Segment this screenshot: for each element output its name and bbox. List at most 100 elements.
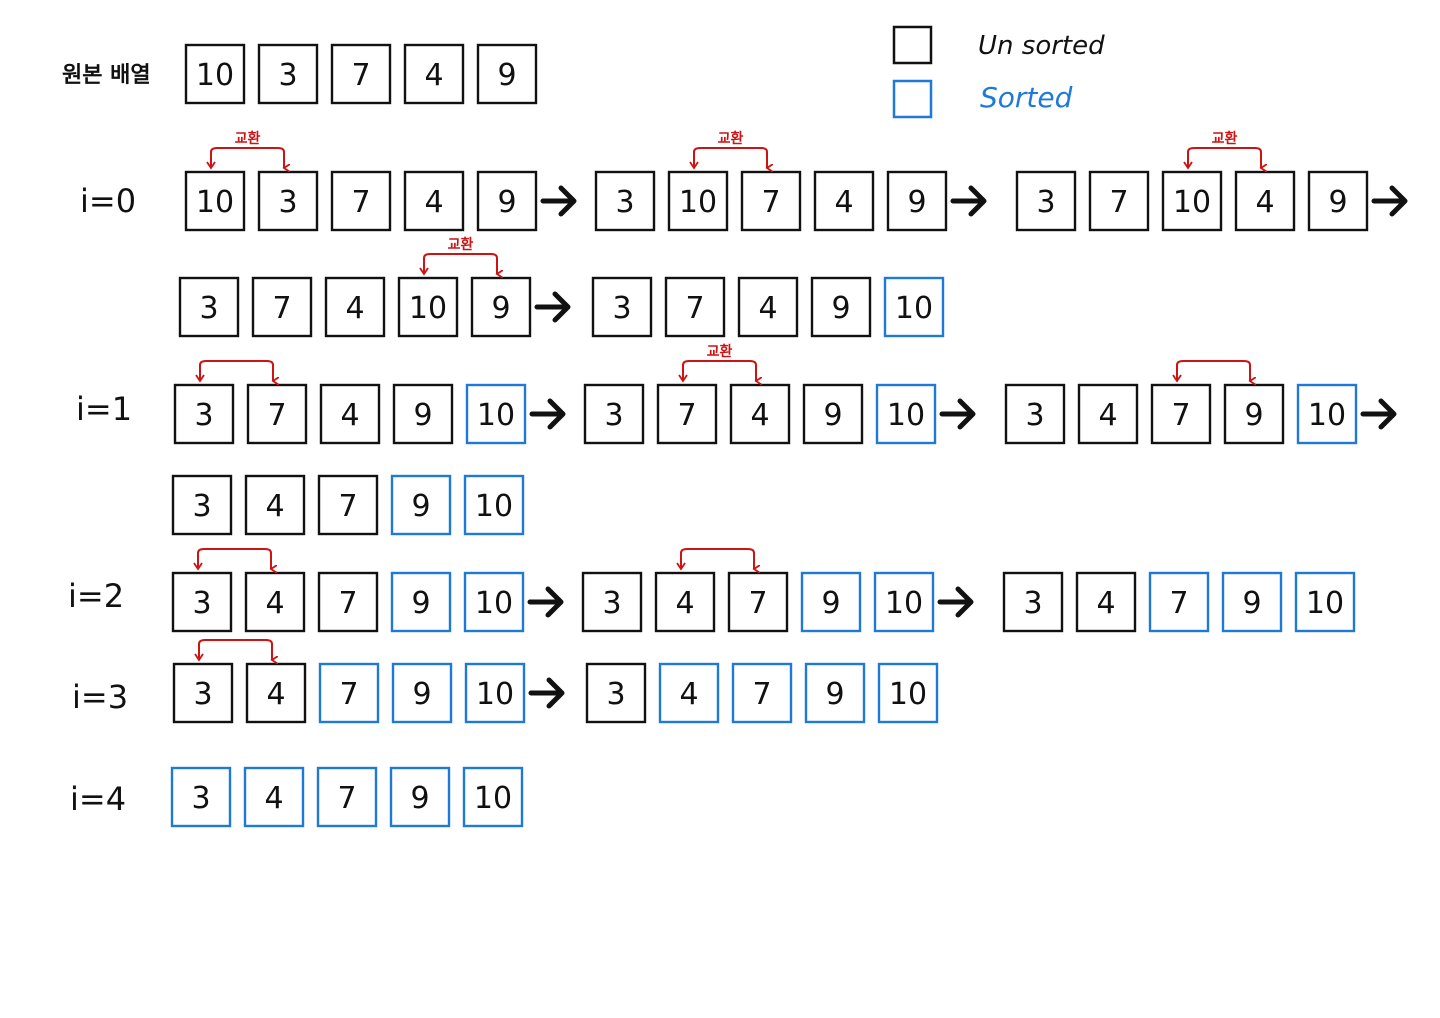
array-cell: 7 [1150, 383, 1212, 445]
next-step-arrow [528, 677, 565, 709]
legend-sorted-label: Sorted [980, 81, 1073, 114]
cell-value: 9 [821, 586, 840, 621]
cell-value: 10 [889, 677, 927, 712]
array-cell: 4 [324, 276, 386, 338]
array-cell: 4 [729, 383, 791, 445]
array-cell: 10 [1294, 571, 1356, 633]
cell-box [1015, 170, 1077, 232]
cell-box [1161, 170, 1223, 232]
cell-value: 4 [265, 489, 284, 524]
cell-value: 10 [475, 489, 513, 524]
cell-value: 10 [1308, 398, 1346, 433]
cell-box [476, 170, 538, 232]
array-cell: 3 [1015, 170, 1077, 232]
cell-value: 9 [413, 398, 432, 433]
cell-value: 3 [1023, 586, 1042, 621]
cell-value: 7 [685, 291, 704, 326]
cell-box [1002, 571, 1064, 633]
cell-value: 7 [338, 586, 357, 621]
cell-value: 7 [761, 185, 780, 220]
cell-box [729, 383, 791, 445]
cell-value: 7 [272, 291, 291, 326]
cell-value: 4 [679, 677, 698, 712]
swap-arrow: 교환 [678, 343, 756, 381]
swap-arrow-head [419, 267, 429, 276]
legend-sorted-swatch [892, 79, 933, 119]
cell-box [727, 571, 789, 633]
cell-value: 7 [1169, 586, 1188, 621]
cell-box [317, 474, 379, 536]
cell-value: 7 [351, 58, 370, 93]
array-cell: 9 [886, 170, 948, 232]
cell-value: 10 [679, 185, 717, 220]
cell-value: 9 [411, 586, 430, 621]
next-step-arrow [1360, 398, 1397, 430]
cell-box [591, 276, 653, 338]
swap-arrow [1172, 360, 1250, 381]
cell-box [171, 571, 233, 633]
array-cell: 9 [390, 474, 452, 536]
array-cell: 7 [731, 662, 793, 724]
cell-value: 3 [193, 677, 212, 712]
cell-value: 10 [1173, 185, 1211, 220]
array-cell: 9 [390, 571, 452, 633]
cell-value: 10 [474, 781, 512, 816]
cell-box [403, 43, 465, 105]
swap-arrow-line [423, 253, 497, 274]
array-cell: 10 [464, 662, 526, 724]
cell-value: 9 [907, 185, 926, 220]
next-step-arrow [540, 185, 577, 217]
cell-box [1221, 571, 1283, 633]
array-cell: 3 [1004, 383, 1066, 445]
array-cell: 9 [1223, 383, 1285, 445]
cell-box [1004, 383, 1066, 445]
array-cell: 10 [463, 571, 525, 633]
array-cell: 7 [740, 170, 802, 232]
array-cell: 3 [257, 170, 319, 232]
array-cell: 7 [1088, 170, 1150, 232]
cell-box [462, 766, 524, 828]
pass-label: i=2 [68, 577, 124, 615]
swap-arrow: 교환 [1183, 130, 1261, 168]
next-step-arrow [529, 398, 566, 430]
array-cell: 9 [1307, 170, 1369, 232]
legend-unsorted-label: Un sorted [978, 31, 1105, 61]
swap-arrow-head [206, 161, 216, 170]
cell-value: 3 [1025, 398, 1044, 433]
array-cell: 3 [171, 474, 233, 536]
swap-arrow-head [689, 161, 699, 170]
cell-box [873, 571, 935, 633]
cell-value: 10 [1306, 586, 1344, 621]
cell-value: 3 [192, 586, 211, 621]
array-cell: 10 [463, 474, 525, 536]
cell-box [251, 276, 313, 338]
array-cell: 4 [1234, 170, 1296, 232]
cell-box [1296, 383, 1358, 445]
array-cell: 4 [403, 170, 465, 232]
array-cell: 4 [403, 43, 465, 105]
array-cell: 9 [476, 43, 538, 105]
array-cell: 7 [330, 170, 392, 232]
cell-box [463, 571, 525, 633]
cell-value: 4 [1255, 185, 1274, 220]
array-cell: 9 [389, 766, 451, 828]
array-cell: 4 [654, 571, 716, 633]
cell-box [244, 474, 306, 536]
cell-box [330, 43, 392, 105]
cell-box [246, 383, 308, 445]
cell-value: 10 [409, 291, 447, 326]
cell-value: 4 [340, 398, 359, 433]
swap-arrow-line [682, 360, 756, 381]
cell-value: 7 [677, 398, 696, 433]
cell-box [476, 43, 538, 105]
next-step-arrow [937, 586, 974, 618]
cell-box [1148, 571, 1210, 633]
cell-box [170, 766, 232, 828]
cell-value: 9 [823, 398, 842, 433]
array-cell: 9 [391, 662, 453, 724]
array-cell: 4 [737, 276, 799, 338]
